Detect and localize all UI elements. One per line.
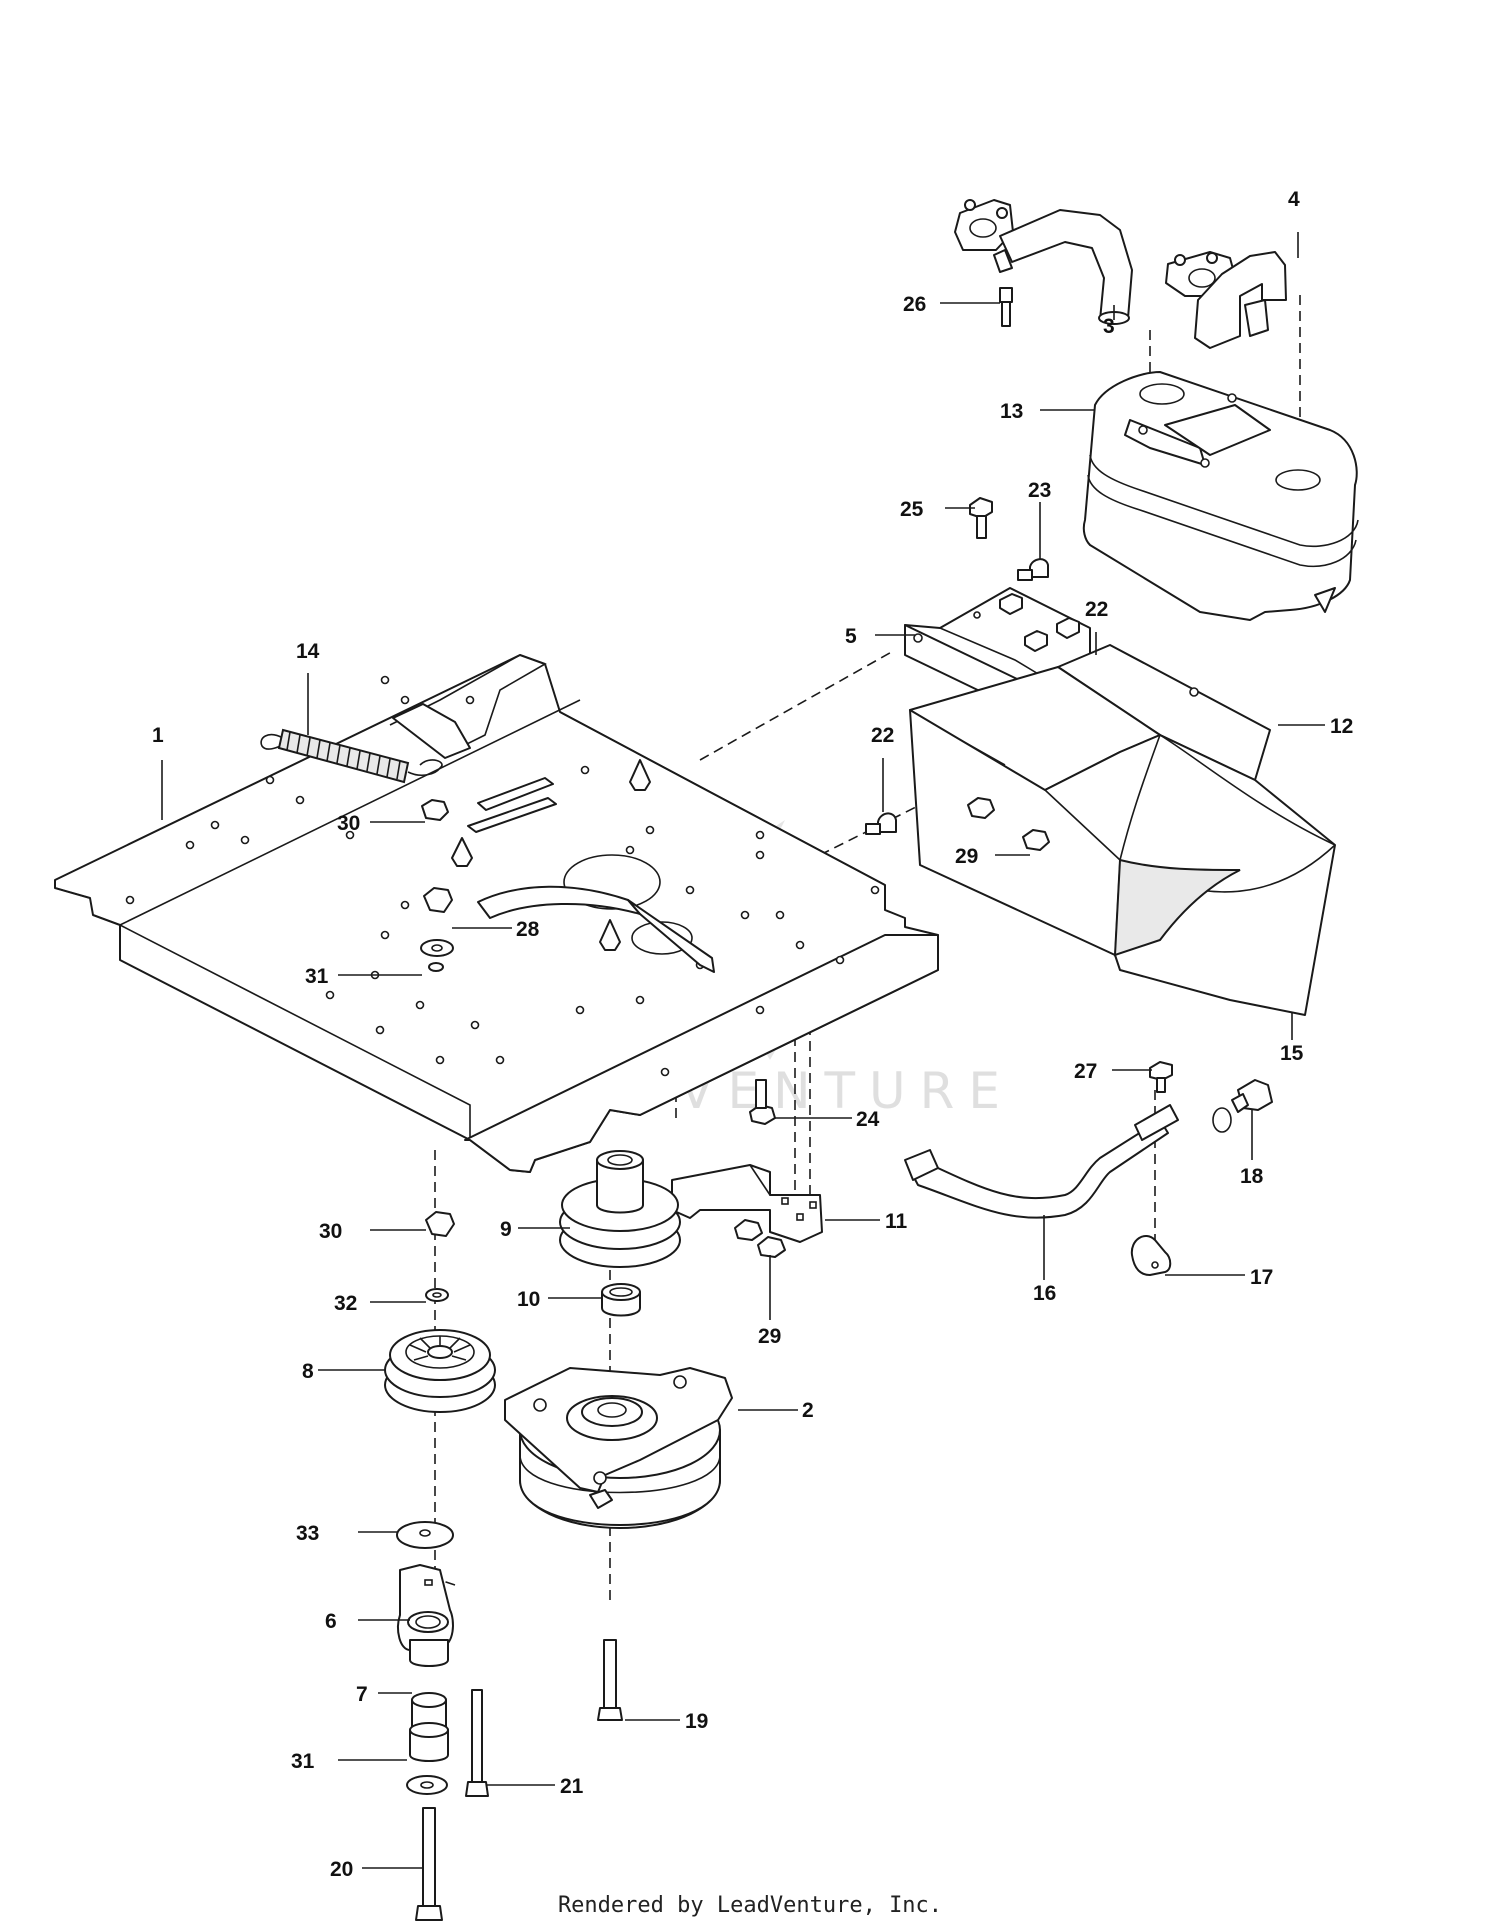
callout-6: 6 bbox=[325, 1610, 337, 1633]
clip-part-17 bbox=[1130, 1235, 1172, 1276]
callout-30-upper: 30 bbox=[337, 812, 360, 835]
fuel-line-part-16 bbox=[904, 1104, 1179, 1219]
callout-26: 26 bbox=[903, 293, 926, 316]
callout-24: 24 bbox=[856, 1108, 880, 1131]
callout-28: 28 bbox=[516, 918, 540, 941]
callout-27: 27 bbox=[1074, 1060, 1097, 1083]
frame-plate-part-1 bbox=[54, 654, 939, 1173]
bolt-part-21 bbox=[465, 1689, 489, 1797]
idler-pulley-part-8 bbox=[384, 1329, 496, 1413]
callout-29-lower: 29 bbox=[758, 1325, 781, 1348]
callout-22-lower: 22 bbox=[871, 724, 894, 747]
callout-labels: 1 2 3 4 5 6 7 8 9 10 11 12 13 14 15 16 1… bbox=[152, 188, 1353, 1881]
callout-23: 23 bbox=[1028, 479, 1051, 502]
hardware-lower-left bbox=[425, 1211, 455, 1302]
bolt-part-20 bbox=[415, 1807, 443, 1921]
idler-arm-part-6 bbox=[397, 1564, 454, 1667]
heat-shield-part-15 bbox=[909, 709, 1336, 1016]
callout-13: 13 bbox=[1000, 400, 1023, 423]
callout-29-upper: 29 bbox=[955, 845, 978, 868]
spring-part-14 bbox=[260, 728, 443, 784]
leader-lines bbox=[161, 232, 1325, 1869]
callout-5: 5 bbox=[845, 625, 857, 648]
callout-17: 17 bbox=[1250, 1266, 1273, 1289]
callout-4: 4 bbox=[1288, 188, 1300, 211]
spacer-part-7 bbox=[409, 1692, 449, 1762]
callout-19: 19 bbox=[685, 1710, 708, 1733]
callout-14: 14 bbox=[296, 640, 320, 663]
washer-part-31-lower bbox=[406, 1775, 448, 1795]
callout-11: 11 bbox=[885, 1210, 908, 1233]
fitting-part-18 bbox=[1212, 1079, 1273, 1133]
callout-21: 21 bbox=[560, 1775, 584, 1798]
callout-2: 2 bbox=[802, 1399, 814, 1422]
callout-9: 9 bbox=[500, 1218, 512, 1241]
screw-part-27 bbox=[1149, 1061, 1173, 1093]
nuts-part-29-upper bbox=[967, 797, 1050, 851]
washer-part-33 bbox=[396, 1521, 454, 1549]
bracket-part-11 bbox=[671, 1164, 823, 1243]
callout-25: 25 bbox=[900, 498, 924, 521]
callout-7: 7 bbox=[356, 1683, 368, 1706]
callout-31-upper: 31 bbox=[305, 965, 329, 988]
callout-8: 8 bbox=[302, 1360, 314, 1383]
callout-31-lower: 31 bbox=[291, 1750, 315, 1773]
bolt-part-25 bbox=[969, 497, 993, 539]
bolt-part-19 bbox=[597, 1639, 623, 1721]
callout-18: 18 bbox=[1240, 1165, 1264, 1188]
callout-3: 3 bbox=[1103, 315, 1115, 338]
callout-16: 16 bbox=[1033, 1282, 1056, 1305]
bolt-part-22-lower bbox=[865, 812, 897, 835]
bushing-part-10 bbox=[601, 1283, 641, 1317]
hardware-top-left bbox=[420, 799, 454, 972]
callout-32: 32 bbox=[334, 1292, 357, 1315]
callout-1: 1 bbox=[152, 724, 164, 747]
clutch-part-2 bbox=[504, 1367, 733, 1529]
callout-20: 20 bbox=[330, 1858, 353, 1881]
callout-33: 33 bbox=[296, 1522, 319, 1545]
pulley-part-9 bbox=[559, 1150, 681, 1268]
muffler-part-13 bbox=[1082, 371, 1359, 621]
callout-15: 15 bbox=[1280, 1042, 1304, 1065]
exhaust-pipe-part-3 bbox=[954, 199, 1133, 325]
footer-credit: Rendered by LeadVenture, Inc. bbox=[557, 1893, 943, 1918]
exhaust-pipe-part-4 bbox=[1165, 251, 1287, 349]
bolt-part-23 bbox=[1017, 558, 1049, 581]
callout-12: 12 bbox=[1330, 715, 1353, 738]
callout-30-lower: 30 bbox=[319, 1220, 342, 1243]
callout-10: 10 bbox=[517, 1288, 540, 1311]
callout-22-upper: 22 bbox=[1085, 598, 1108, 621]
bolt-part-26 bbox=[999, 287, 1013, 327]
